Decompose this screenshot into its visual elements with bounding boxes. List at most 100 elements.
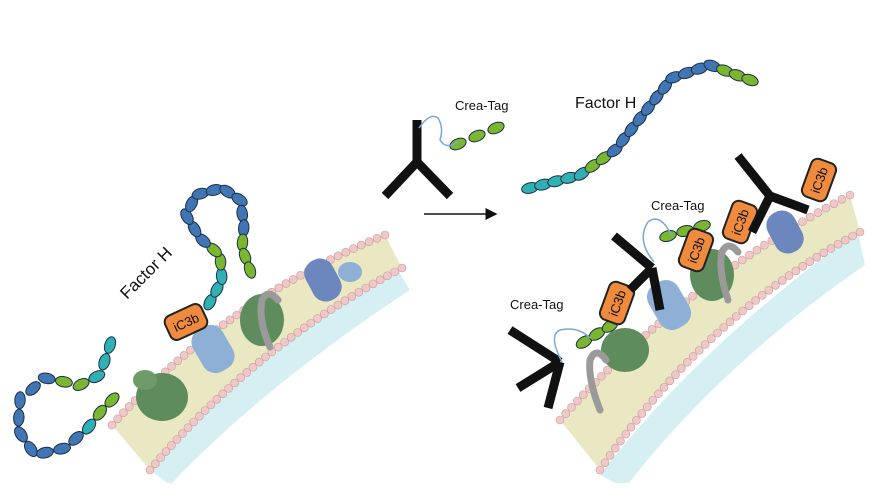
lipid-head — [212, 395, 222, 404]
lipid-head — [647, 325, 657, 334]
lipid-head — [390, 267, 399, 277]
lipid-head — [626, 422, 636, 432]
lipid-head — [236, 373, 246, 382]
antibody-icon — [381, 120, 454, 200]
lipid-head — [356, 240, 366, 250]
scr-domain — [72, 377, 90, 391]
scr-domain — [13, 408, 25, 427]
lipid-head — [375, 275, 385, 285]
lipid-head — [107, 420, 117, 430]
lipid-head — [791, 266, 801, 276]
membrane-protein-blue — [766, 210, 804, 254]
lipid-head — [172, 435, 182, 444]
lipid-head — [173, 356, 183, 366]
lipid-head — [616, 436, 625, 446]
lipid-head — [293, 328, 302, 337]
membrane-protein-blue — [304, 258, 342, 302]
lipid-head — [206, 400, 216, 410]
lipid-head — [161, 447, 171, 456]
factor-h-chains — [13, 59, 759, 459]
lipid-head — [777, 276, 787, 285]
right-cell-membrane — [555, 190, 865, 488]
lipid-head — [841, 235, 850, 245]
lipid-head — [688, 291, 697, 301]
lipid-head — [798, 217, 807, 226]
lipid-head — [195, 411, 204, 421]
lipid-head — [354, 287, 364, 297]
scr-domain — [92, 404, 108, 421]
lipid-head — [288, 275, 298, 284]
lipid-head — [254, 357, 264, 367]
lipid-head — [150, 459, 160, 469]
lipid-head — [179, 351, 189, 360]
lipid-head — [784, 271, 794, 280]
ic3b-badge-right-1: iC3b — [598, 280, 636, 326]
antibody-icon — [507, 326, 565, 410]
lipid-head — [819, 248, 829, 258]
lipid-head — [719, 323, 729, 332]
scr-domain — [104, 392, 120, 408]
lipid-head — [805, 257, 815, 266]
lipid-head — [648, 395, 658, 405]
lipid-head — [326, 305, 336, 314]
scr-domain — [487, 121, 505, 135]
lipid-head — [320, 309, 329, 319]
lipid-head — [119, 408, 128, 417]
lipid-head — [757, 291, 767, 300]
lipid-head — [113, 414, 122, 424]
lipid-head — [397, 263, 407, 273]
lipid-head — [224, 384, 233, 393]
membrane-protein-green — [133, 370, 157, 390]
lipid-head — [145, 465, 155, 475]
lipid-head — [700, 340, 710, 349]
lipid-head — [232, 310, 242, 320]
lipid-head — [752, 245, 762, 255]
lipid-head — [737, 255, 747, 265]
left-cell-membrane — [107, 230, 410, 485]
lipid-head — [600, 458, 610, 467]
glycan-receptor — [257, 290, 282, 351]
lipid-head — [347, 292, 357, 301]
lipid-head — [261, 352, 270, 362]
lipid-head — [178, 429, 187, 438]
lipid-head — [821, 203, 831, 213]
scr-domain — [53, 442, 71, 455]
lipid-head — [610, 443, 620, 453]
scr-domain — [25, 381, 41, 396]
lipid-head — [848, 231, 857, 241]
scr-domain — [68, 431, 84, 446]
lipid-head — [274, 283, 284, 293]
lipid-head — [349, 244, 358, 253]
lipid-head — [798, 261, 808, 271]
glycan-receptor — [717, 242, 742, 304]
lipid-head — [813, 208, 823, 217]
factor-h-label-left: Factor H — [116, 243, 176, 303]
lipid-head — [567, 402, 576, 412]
scr-domain — [14, 391, 26, 410]
lipid-head — [555, 415, 565, 425]
lipid-head — [621, 429, 631, 439]
lipid-head — [812, 252, 822, 262]
lipid-head — [230, 378, 239, 388]
lipid-head — [242, 368, 252, 377]
membrane-protein-blue — [338, 262, 362, 282]
lipid-head — [707, 334, 716, 344]
factor-h-label-right: Factor H — [575, 95, 636, 112]
lipid-head — [671, 370, 680, 379]
lipid-head — [579, 390, 588, 399]
lipid-head — [189, 417, 198, 427]
lipid-head — [738, 306, 748, 316]
lipid-head — [573, 396, 582, 406]
lipid-head — [764, 285, 774, 295]
lipid-head — [280, 337, 289, 347]
lipid-head — [713, 328, 722, 338]
scr-domain — [37, 372, 56, 385]
lipid-head — [725, 317, 735, 327]
tag-linker — [418, 115, 459, 147]
lipid-head — [124, 402, 134, 411]
lipid-head — [642, 402, 652, 412]
lipid-head — [605, 451, 615, 460]
scr-domain — [98, 352, 111, 371]
